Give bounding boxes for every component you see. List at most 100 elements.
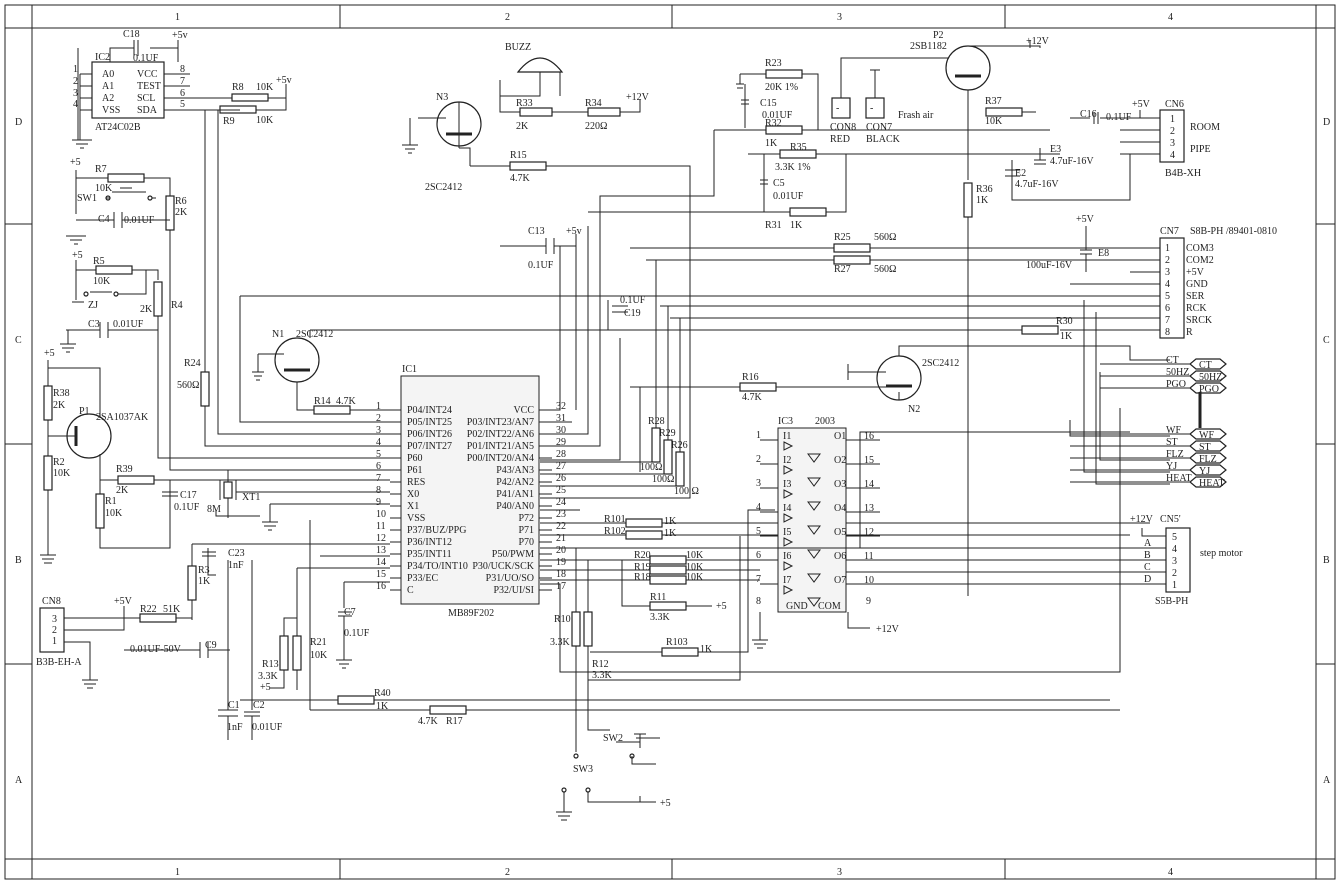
ic1-pin-num-left: 5 — [376, 449, 381, 460]
cn7-connector: CN7 S8B-PH /89401-0810 1 2 3 4 5 6 7 8 C… — [240, 214, 1277, 342]
svg-text:SRCK: SRCK — [1186, 315, 1213, 326]
svg-text:1: 1 — [1172, 580, 1177, 591]
right-connector-net: ST — [1166, 437, 1178, 448]
ic1-pin-label-right: VCC — [513, 405, 534, 416]
ic3-pin-label-in: I4 — [783, 503, 791, 514]
svg-text:0.1UF: 0.1UF — [133, 53, 159, 64]
ic3-pin-label-in: I5 — [783, 527, 791, 538]
svg-text:100uF-16V: 100uF-16V — [1026, 260, 1073, 271]
ic1-pin-label-right: P03/INT23/AN7 — [467, 417, 534, 428]
ic1-pin-num-right: 17 — [556, 581, 566, 592]
svg-text:1: 1 — [52, 636, 57, 647]
svg-text:1K: 1K — [700, 644, 713, 655]
ic1-pin-label-right: P01/INT21/AN5 — [467, 441, 534, 452]
ic1-pin-label-left: P06/INT26 — [407, 429, 452, 440]
ic3-pin-label-out: O5 — [834, 527, 846, 538]
ic1-pin-label-left: C — [407, 585, 414, 596]
row-label-left-a: A — [15, 775, 23, 786]
svg-text:COM3: COM3 — [1186, 243, 1214, 254]
ic1-pin-label-left: X0 — [407, 489, 419, 500]
svg-text:+5: +5 — [44, 348, 55, 359]
svg-text:2: 2 — [1170, 126, 1175, 137]
svg-text:RCK: RCK — [1186, 303, 1207, 314]
decoupling-caps: C13 0.1UF +5v 0.1UF C19 — [500, 226, 646, 410]
svg-text:1K: 1K — [664, 528, 677, 539]
svg-text:S5B-PH: S5B-PH — [1155, 596, 1188, 607]
svg-text:CN7: CN7 — [1160, 226, 1179, 237]
svg-text:R26: R26 — [671, 440, 688, 451]
svg-text:10K: 10K — [105, 508, 123, 519]
ic1-pin-num-right: 27 — [556, 461, 566, 472]
svg-text:0.01UF: 0.01UF — [113, 319, 144, 330]
svg-text:BUZZ: BUZZ — [505, 42, 531, 53]
svg-text:A2: A2 — [102, 93, 114, 104]
svg-text:R5: R5 — [93, 256, 105, 267]
svg-text:SDA: SDA — [137, 105, 158, 116]
ic3-driver-symbol — [783, 585, 821, 607]
ic1-pin-num-left: 12 — [376, 533, 386, 544]
ic1-pin-num-left: 10 — [376, 509, 386, 520]
ic1-pin-num-right: 32 — [556, 401, 566, 412]
svg-text:+5V: +5V — [1186, 267, 1205, 278]
ic1-pin-label-left: P33/EC — [407, 573, 438, 584]
ic3-pin-num-right: 15 — [864, 455, 874, 466]
svg-text:R27: R27 — [834, 264, 851, 275]
ic1-pin-num-left: 2 — [376, 413, 381, 424]
svg-text:1K: 1K — [664, 516, 677, 527]
ic3-pin-label-in: I3 — [783, 479, 791, 490]
svg-text:+5: +5 — [716, 601, 727, 612]
svg-text:10K: 10K — [93, 276, 111, 287]
ic1-pin-num-right: 24 — [556, 497, 566, 508]
svg-text:2K: 2K — [175, 207, 188, 218]
svg-text:C15: C15 — [760, 98, 777, 109]
svg-text:C7: C7 — [344, 607, 356, 618]
svg-text:COM: COM — [818, 601, 841, 612]
svg-text:XT1: XT1 — [242, 492, 260, 503]
svg-text:C: C — [1144, 562, 1151, 573]
svg-text:0.1UF: 0.1UF — [174, 502, 200, 513]
ic1-pin-label-right: P72 — [518, 513, 534, 524]
svg-text:R38: R38 — [53, 388, 70, 399]
svg-text:IC1: IC1 — [402, 364, 417, 375]
svg-text:-: - — [870, 103, 873, 114]
svg-text:step motor: step motor — [1200, 548, 1243, 559]
svg-text:E8: E8 — [1098, 248, 1109, 259]
svg-text:2SB1182: 2SB1182 — [910, 41, 947, 52]
svg-text:4.7K: 4.7K — [418, 716, 439, 727]
svg-text:1K: 1K — [1060, 331, 1073, 342]
ic1-pin-num-right: 20 — [556, 545, 566, 556]
row-label-right-b: B — [1323, 555, 1330, 566]
svg-text:BLACK: BLACK — [866, 134, 901, 145]
ic1-pin-num-left: 16 — [376, 581, 386, 592]
svg-text:0.1UF: 0.1UF — [1106, 112, 1132, 123]
svg-text:6: 6 — [180, 88, 185, 99]
ic1-pin-label-right: P50/PWM — [492, 549, 534, 560]
svg-text:+5: +5 — [70, 157, 81, 168]
ic3-driver-symbol — [783, 537, 821, 559]
svg-text:SCL: SCL — [137, 93, 155, 104]
svg-text:4.7uF-16V: 4.7uF-16V — [1050, 156, 1094, 167]
svg-text:R1: R1 — [105, 496, 117, 507]
ic3-pin-num-right: 11 — [864, 551, 874, 562]
svg-text:+5V: +5V — [1076, 214, 1095, 225]
svg-text:N3: N3 — [436, 92, 448, 103]
ic1-pin-num-left: 9 — [376, 497, 381, 508]
svg-text:B: B — [1144, 550, 1151, 561]
ic1-pin-label-left: VSS — [407, 513, 425, 524]
svg-text:C5: C5 — [773, 178, 785, 189]
svg-text:3.3K: 3.3K — [592, 670, 613, 681]
ic3-pin-label-in: I1 — [783, 431, 791, 442]
svg-text:3: 3 — [1170, 138, 1175, 149]
svg-text:3.3K: 3.3K — [650, 612, 671, 623]
svg-text:R31: R31 — [765, 220, 782, 231]
ic1-pin-label-right: P30/UCK/SCK — [472, 561, 534, 572]
ic3-driver-symbol — [783, 441, 821, 463]
right-connector-net: PGO — [1166, 379, 1186, 390]
svg-text:C19: C19 — [624, 308, 641, 319]
ic1-pin-label-left: P05/INT25 — [407, 417, 452, 428]
